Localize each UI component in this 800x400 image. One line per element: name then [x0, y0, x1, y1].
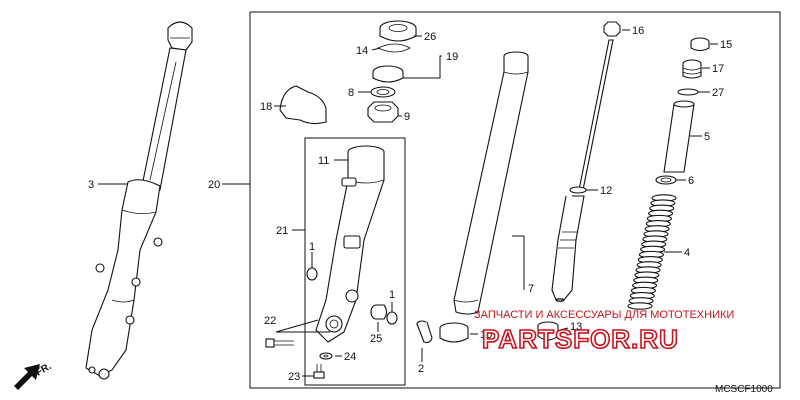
callout-22: 22 — [264, 315, 276, 327]
damper-rod — [551, 39, 614, 302]
callout-9: 9 — [404, 111, 410, 123]
callout-25: 25 — [370, 333, 382, 345]
watermark-tagline: ЗАПЧАСТИ И АКСЕССУАРЫ ДЛЯ МОТОТЕХНИКИ — [474, 309, 734, 321]
callout-11: 11 — [318, 155, 329, 167]
leader-lines — [98, 29, 718, 377]
part-2 — [416, 320, 433, 344]
callout-6: 6 — [688, 175, 694, 187]
callout-8: 8 — [348, 87, 354, 99]
part-6 — [655, 175, 677, 185]
part-24 — [319, 352, 333, 360]
callout-3: 3 — [88, 179, 94, 191]
callout-4: 4 — [684, 247, 690, 259]
watermark-brand: PARTSFOR.RU — [482, 324, 679, 354]
spring-coil — [627, 302, 653, 310]
diagram-code: MCSCF1000 — [715, 384, 773, 395]
callout-17: 17 — [712, 63, 724, 75]
callout-18: 18 — [260, 101, 272, 113]
callout-16: 16 — [632, 25, 644, 37]
direction-arrow: FR. — [14, 361, 54, 390]
direction-label: FR. — [34, 361, 54, 379]
callout-7: 7 — [528, 283, 534, 295]
callout-24: 24 — [344, 351, 356, 363]
spring-4 — [627, 194, 677, 310]
part-25 — [370, 304, 388, 320]
part-18 — [279, 85, 327, 125]
callout-1b: 1 — [389, 289, 395, 301]
part-23 — [313, 364, 325, 379]
callout-20: 20 — [208, 179, 220, 191]
callouts: 3 20 18 11 21 1 22 24 23 25 1 2 26 14 19… — [88, 25, 732, 383]
part-16 — [603, 21, 621, 37]
seal-stack — [367, 20, 417, 123]
callout-10: 10 — [480, 329, 492, 341]
fork-assembly-3 — [85, 21, 193, 380]
part-5 — [663, 100, 695, 173]
part-1a — [306, 267, 318, 281]
part-7 — [453, 51, 529, 315]
callout-26: 26 — [424, 31, 436, 43]
callout-23: 23 — [288, 371, 300, 383]
part-22 — [265, 338, 294, 348]
assembly-bracket-20 — [249, 11, 781, 389]
callout-1a: 1 — [309, 241, 315, 253]
part-1b — [386, 311, 398, 325]
callout-27: 27 — [712, 87, 724, 99]
watermark: ЗАПЧАСТИ И АКСЕССУАРЫ ДЛЯ МОТОТЕХНИКИ PA… — [474, 309, 734, 355]
callout-14: 14 — [356, 45, 368, 57]
part-13 — [537, 321, 559, 341]
part-17 — [682, 59, 702, 79]
callout-5: 5 — [704, 131, 710, 143]
part-15 — [690, 37, 710, 52]
part-11 — [315, 145, 385, 343]
assembly-bracket-21 — [304, 137, 406, 386]
part-27 — [677, 88, 699, 96]
callout-12: 12 — [600, 185, 612, 197]
callout-21: 21 — [276, 225, 288, 237]
callout-13: 13 — [570, 321, 582, 333]
part-10 — [439, 322, 469, 343]
callout-2: 2 — [418, 363, 424, 375]
callout-19: 19 — [446, 51, 458, 63]
callout-15: 15 — [720, 39, 732, 51]
